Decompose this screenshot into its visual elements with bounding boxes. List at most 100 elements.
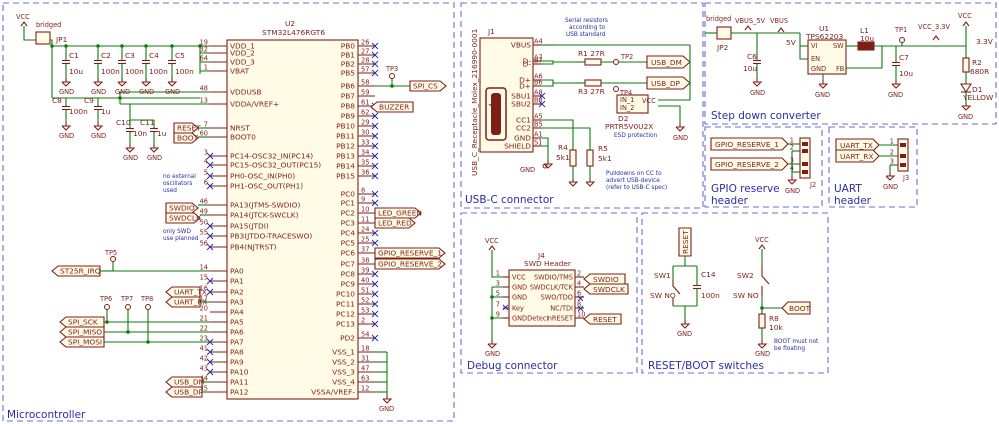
svg-text:3: 3 bbox=[204, 149, 208, 157]
svg-text:VDDA/VREF+: VDDA/VREF+ bbox=[230, 100, 279, 109]
reset-net-j4: RESET bbox=[593, 315, 617, 324]
c4-val: 100n bbox=[149, 67, 168, 76]
svg-text:2: 2 bbox=[790, 144, 794, 152]
d2-vcc: VCC bbox=[642, 97, 656, 105]
svg-text:2: 2 bbox=[577, 270, 581, 278]
tp8-point bbox=[145, 304, 151, 310]
svg-text:D-: D- bbox=[523, 57, 532, 66]
svg-text:2: 2 bbox=[890, 149, 894, 157]
gpio-reserve-2-mcu-netlabel bbox=[374, 258, 446, 270]
svg-text:PB15: PB15 bbox=[336, 172, 355, 181]
l1-val: 10u bbox=[860, 34, 874, 43]
spi-miso-net: SPI_MISO bbox=[68, 328, 102, 337]
vbus5v-flag bbox=[744, 25, 752, 31]
gnd-r8-label: GND bbox=[755, 350, 770, 358]
u1-gnd: GND bbox=[811, 65, 826, 73]
svg-text:A8: A8 bbox=[534, 89, 543, 97]
svg-text:42: 42 bbox=[200, 355, 208, 363]
svg-text:36: 36 bbox=[361, 169, 369, 177]
j1-value: USB_C_Receptacle_Molex_216990-0001 bbox=[470, 28, 479, 176]
uart-title-l2: header bbox=[834, 195, 872, 207]
svg-text:63: 63 bbox=[361, 375, 369, 383]
svg-text:4: 4 bbox=[204, 158, 208, 166]
mcu-pin-nrst: 7 NRST bbox=[204, 121, 251, 133]
r3-label: R3 27R bbox=[578, 87, 605, 96]
r8-resistor bbox=[758, 313, 766, 329]
svg-text:VBUS: VBUS bbox=[511, 41, 532, 50]
svg-text:55: 55 bbox=[200, 229, 208, 237]
j4-ref: J4 bbox=[537, 251, 545, 260]
svg-text:PB6: PB6 bbox=[341, 82, 356, 91]
l1-inductor bbox=[857, 41, 875, 51]
r4-ref: R4 bbox=[558, 143, 568, 152]
sw2-switch bbox=[761, 266, 770, 285]
svg-text:D+: D+ bbox=[519, 82, 531, 91]
debug-title: Debug connector bbox=[467, 360, 558, 372]
swdio-mcu-netlabel bbox=[165, 202, 199, 214]
svg-text:9: 9 bbox=[496, 311, 500, 319]
svg-text:3: 3 bbox=[496, 280, 500, 288]
j3-ref: J3 bbox=[902, 174, 909, 182]
svg-text:VDD_1: VDD_1 bbox=[230, 42, 255, 51]
svg-text:1: 1 bbox=[496, 270, 500, 278]
svg-text:PB1: PB1 bbox=[341, 51, 356, 60]
vcc-flag-sw2 bbox=[758, 244, 766, 250]
svg-text:PB9: PB9 bbox=[341, 112, 356, 121]
c6-ref: C6 bbox=[747, 52, 757, 61]
svg-text:30: 30 bbox=[361, 129, 369, 137]
svg-text:50: 50 bbox=[200, 219, 208, 227]
svg-text:PB5: PB5 bbox=[341, 69, 356, 78]
c3-gnd: GND bbox=[115, 88, 130, 96]
tp8-label: TP8 bbox=[140, 295, 153, 303]
svg-text:NRST: NRST bbox=[230, 124, 250, 133]
svg-text:PB7: PB7 bbox=[341, 92, 356, 101]
tp3-label: TP3 bbox=[385, 65, 398, 73]
svg-text:2: 2 bbox=[361, 317, 365, 325]
gnd-d1-label: GND bbox=[958, 113, 973, 121]
svg-text:5: 5 bbox=[204, 169, 208, 177]
c14-val: 100n bbox=[701, 291, 720, 300]
svg-text:7: 7 bbox=[204, 121, 208, 129]
c9-val: 1u bbox=[101, 107, 111, 116]
svg-text:NC/TDI: NC/TDI bbox=[550, 304, 573, 312]
svg-text:18: 18 bbox=[361, 345, 369, 353]
gnd-mcu-vss bbox=[382, 394, 392, 404]
svg-text:58: 58 bbox=[361, 79, 369, 87]
usb-dm-net: USB_DM bbox=[651, 58, 682, 67]
c9-ref: C9 bbox=[84, 96, 94, 105]
svg-text:6: 6 bbox=[577, 290, 581, 298]
svg-text:33: 33 bbox=[361, 139, 369, 147]
gnd-c7-label: GND bbox=[888, 91, 903, 99]
svg-text:24: 24 bbox=[361, 226, 369, 234]
tp5-point bbox=[110, 256, 116, 262]
svg-text:GND: GND bbox=[512, 283, 527, 291]
led-red-netlabel bbox=[374, 217, 416, 229]
vcc-symbol-mcu bbox=[20, 21, 28, 27]
j4-body bbox=[508, 269, 576, 327]
vcc33-label: VCC_3.3V bbox=[918, 23, 951, 31]
svg-text:BOOT0: BOOT0 bbox=[230, 133, 256, 142]
svg-text:PB0: PB0 bbox=[341, 42, 356, 51]
svg-text:11: 11 bbox=[361, 216, 369, 224]
led-red-net: LED_RED bbox=[378, 219, 412, 228]
reset-net-sw: RESET bbox=[681, 230, 690, 254]
j2-pin-3 bbox=[802, 162, 808, 166]
uart-title-l1: UART bbox=[834, 183, 862, 195]
tp3-point bbox=[389, 73, 395, 79]
svg-text:PB10: PB10 bbox=[336, 122, 355, 131]
gnd-c7 bbox=[891, 79, 901, 89]
